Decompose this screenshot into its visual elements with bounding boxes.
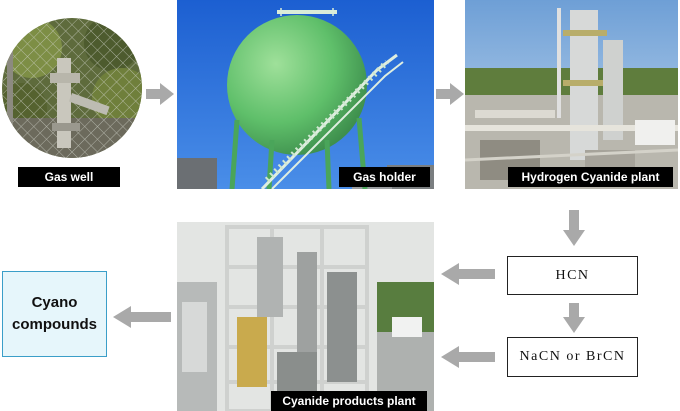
cyanide-plant-label: Cyanide products plant — [271, 391, 427, 411]
arrow-down-icon — [563, 303, 585, 333]
gas-holder-label: Gas holder — [339, 167, 430, 187]
arrow-down-icon — [563, 210, 585, 246]
arrow-left-icon — [113, 306, 171, 328]
gas-well-photo — [2, 18, 142, 158]
arrow-left-icon — [441, 346, 495, 368]
hcn-plant-photo — [465, 0, 678, 189]
cyano-compounds-box: Cyano compounds — [2, 271, 107, 357]
arrow-right-icon — [436, 83, 464, 105]
cyano-label-line1: Cyano — [31, 294, 78, 311]
nacn-brcn-box: NaCN or BrCN — [507, 337, 638, 377]
arrow-left-icon — [441, 263, 495, 285]
gas-holder-photo — [177, 0, 434, 189]
gas-well-label: Gas well — [18, 167, 120, 187]
hcn-box: HCN — [507, 256, 638, 295]
hcn-plant-label: Hydrogen Cyanide plant — [508, 167, 673, 187]
cyano-label-line2: compounds — [12, 316, 97, 333]
cyanide-plant-photo — [177, 222, 434, 411]
arrow-right-icon — [146, 83, 174, 105]
